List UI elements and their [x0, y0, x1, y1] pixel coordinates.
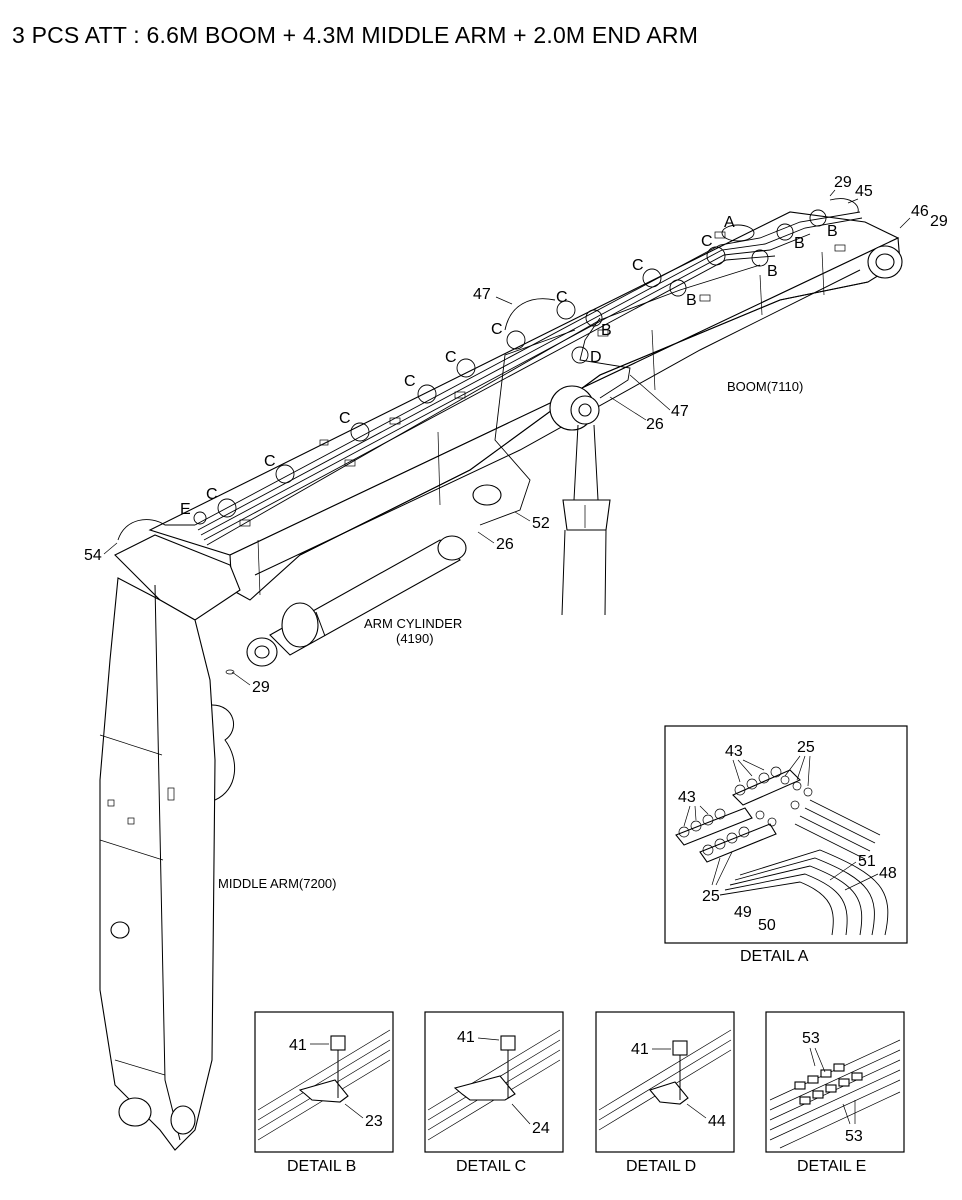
part-29: 29	[252, 679, 270, 696]
part-51: 51	[858, 853, 876, 870]
arm-cylinder-code: (4190)	[396, 631, 434, 646]
detail-letter-b: B	[601, 322, 612, 339]
detail-a-caption: DETAIL A	[740, 948, 809, 965]
arm-cylinder	[246, 535, 467, 667]
detail-letter-b: B	[794, 235, 805, 252]
part-52: 52	[532, 515, 550, 532]
detail-letter-c: C	[701, 233, 713, 250]
middle-arm-drawing	[99, 534, 241, 1151]
boom-cylinder	[549, 385, 611, 616]
detail-d: 41 44 DETAIL D	[595, 1011, 735, 1175]
detail-markers	[193, 209, 827, 525]
detail-letter-d: D	[590, 349, 602, 366]
part-54: 54	[84, 547, 102, 564]
part-47: 47	[671, 403, 689, 420]
detail-e: 53 53 DETAIL E	[765, 1011, 905, 1175]
arm-cylinder-label: ARM CYLINDER	[364, 616, 462, 631]
detail-letter-c: C	[339, 410, 351, 427]
detail-letter-c: C	[264, 453, 276, 470]
detail-letter-b: B	[686, 292, 697, 309]
part-48: 48	[879, 865, 897, 882]
part-46: 46	[911, 203, 929, 220]
part-29: 29	[930, 213, 948, 230]
detail-c: 41 24 DETAIL C	[424, 1011, 564, 1175]
part-49: 49	[734, 904, 752, 921]
detail-letter-b: B	[767, 263, 778, 280]
detail-letter-a: A	[724, 214, 735, 231]
detail-letter-c: C	[491, 321, 503, 338]
detail-a: 43 25 43 25 51 48 49 50 DETAIL A	[664, 725, 908, 965]
part-43: 43	[678, 789, 696, 806]
detail-d-caption: DETAIL D	[626, 1158, 696, 1175]
main-labels: A C C C C C C C C C B B B B B D E 29 45 …	[84, 174, 948, 891]
part-53: 53	[802, 1030, 820, 1047]
part-47: 47	[473, 286, 491, 303]
part-53: 53	[845, 1128, 863, 1145]
boom-label: BOOM(7110)	[727, 379, 803, 394]
detail-letter-e: E	[180, 501, 191, 518]
detail-letter-b: B	[827, 223, 838, 240]
detail-b: 41 23 DETAIL B	[254, 1011, 394, 1175]
detail-c-caption: DETAIL C	[456, 1158, 526, 1175]
detail-letter-c: C	[632, 257, 644, 274]
part-41: 41	[457, 1029, 475, 1046]
detail-letter-c: C	[445, 349, 457, 366]
detail-b-caption: DETAIL B	[287, 1158, 356, 1175]
part-43: 43	[725, 743, 743, 760]
part-25: 25	[797, 739, 815, 756]
hose-bundle	[117, 198, 863, 546]
middle-arm-label: MIDDLE ARM(7200)	[218, 876, 336, 891]
part-26: 26	[646, 416, 664, 433]
part-44: 44	[708, 1113, 726, 1130]
detail-letter-c: C	[404, 373, 416, 390]
part-41: 41	[289, 1037, 307, 1054]
part-26: 26	[496, 536, 514, 553]
part-24: 24	[532, 1120, 550, 1137]
part-45: 45	[855, 183, 873, 200]
part-50: 50	[758, 917, 776, 934]
part-41: 41	[631, 1041, 649, 1058]
detail-e-caption: DETAIL E	[797, 1158, 866, 1175]
part-29: 29	[834, 174, 852, 191]
boom-drawing	[148, 211, 903, 613]
detail-letter-c: C	[206, 486, 218, 503]
part-25: 25	[702, 888, 720, 905]
page-title: 3 PCS ATT : 6.6M BOOM + 4.3M MIDDLE ARM …	[12, 22, 699, 48]
part-23: 23	[365, 1113, 383, 1130]
detail-letter-c: C	[556, 289, 568, 306]
